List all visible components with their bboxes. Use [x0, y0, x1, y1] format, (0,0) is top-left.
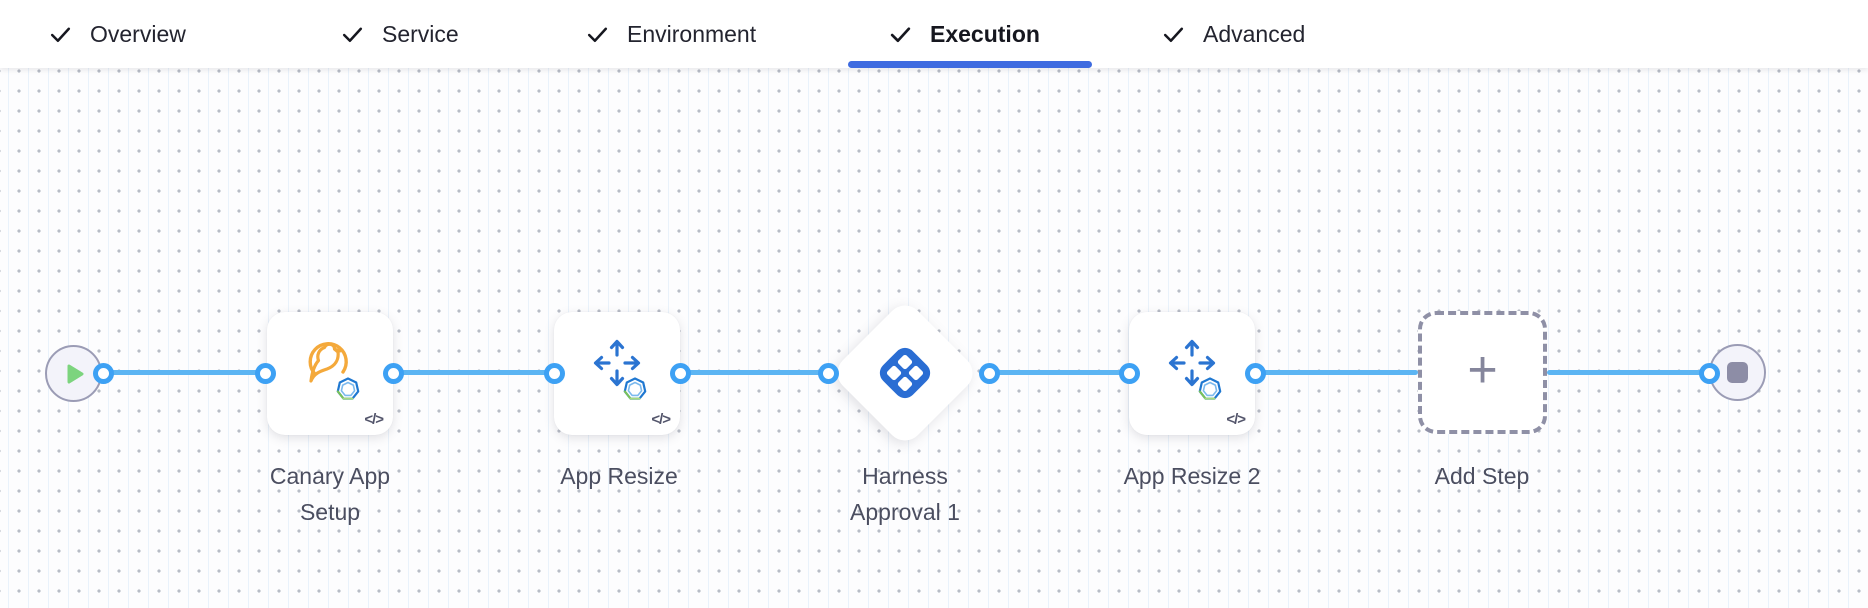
tab-label: Advanced — [1203, 20, 1306, 47]
pipeline-start-node — [45, 345, 102, 402]
add-step-button[interactable]: + — [1418, 311, 1547, 434]
check-icon — [890, 26, 911, 42]
check-icon — [50, 27, 71, 42]
tab-overview[interactable]: Overview — [48, 0, 186, 68]
connector-port[interactable] — [1119, 363, 1140, 384]
stop-icon — [1727, 362, 1748, 383]
check-icon — [587, 27, 608, 42]
pipeline-edge — [103, 370, 265, 375]
step-label-canary-app-setup: Canary App Setup — [269, 463, 391, 525]
tab-label: Execution — [930, 20, 1040, 47]
check-icon — [1163, 27, 1184, 42]
pipeline-edge — [989, 370, 1129, 375]
connector-port[interactable] — [255, 363, 276, 384]
step-label-app-resize: App Resize — [560, 463, 678, 489]
pipeline-edge — [680, 370, 828, 375]
step-label-add-step: Add Step — [1434, 463, 1530, 489]
tab-label: Service — [382, 20, 459, 47]
code-template-badge: </> — [651, 411, 671, 428]
play-icon — [67, 364, 83, 383]
connector-port[interactable] — [544, 363, 565, 384]
step-node-app-resize[interactable]: </> — [554, 312, 680, 435]
connector-port[interactable] — [1699, 363, 1720, 384]
connector-port[interactable] — [670, 363, 691, 384]
check-icon — [342, 27, 363, 42]
code-template-badge: </> — [364, 411, 384, 428]
step-node-app-resize-2[interactable]: </> — [1129, 312, 1255, 435]
plus-icon: + — [1467, 340, 1498, 399]
step-node-canary-app-setup[interactable]: </> — [267, 312, 393, 435]
gear-badge-icon — [1198, 377, 1222, 400]
tab-execution[interactable]: Execution — [888, 0, 1040, 68]
connector-port[interactable] — [383, 363, 404, 384]
active-tab-indicator — [848, 61, 1092, 68]
stage-config-tabbar: Overview Service Environment Execution A… — [0, 0, 1868, 68]
tab-advanced[interactable]: Advanced — [1161, 0, 1305, 68]
pipeline-edge — [1255, 370, 1418, 375]
resize-arrows-icon — [1168, 339, 1216, 387]
gear-badge-icon — [623, 377, 647, 400]
canary-bird-icon — [308, 342, 348, 383]
step-label-harness-approval: Harness Approval 1 — [850, 463, 960, 525]
connector-port[interactable] — [1245, 363, 1266, 384]
pipeline-edge — [1547, 370, 1709, 375]
gear-badge-icon — [336, 377, 360, 400]
resize-arrows-icon — [593, 339, 641, 387]
code-template-badge: </> — [1226, 411, 1246, 428]
step-label-app-resize-2: App Resize 2 — [1123, 463, 1261, 489]
pipeline-edge — [393, 370, 554, 375]
tab-label: Environment — [627, 20, 757, 47]
tab-environment[interactable]: Environment — [585, 0, 756, 68]
connector-port[interactable] — [979, 363, 1000, 384]
harness-logo-icon — [879, 347, 931, 399]
connector-port[interactable] — [93, 363, 114, 384]
tab-label: Overview — [90, 20, 186, 47]
pipeline-canvas[interactable]: </> </> — [0, 68, 1868, 608]
tab-service[interactable]: Service — [340, 0, 459, 68]
connector-port[interactable] — [818, 363, 839, 384]
